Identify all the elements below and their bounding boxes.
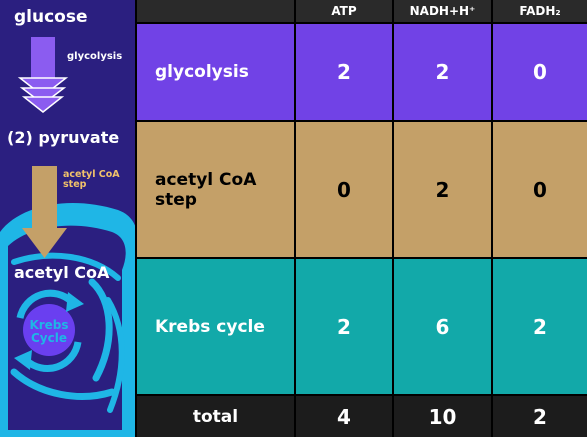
cell-acetyl-fadh2: 0 (493, 122, 587, 257)
table-header-fadh2: FADH₂ (493, 0, 587, 22)
cell-total-atp: 4 (296, 396, 392, 437)
cell-acetyl-atp: 0 (296, 122, 392, 257)
pathway-diagram-panel: glucose glycolysis (2) pyruvate acetyl C… (0, 0, 135, 437)
acetyl-coa-label: acetyl CoA (14, 263, 110, 282)
energy-yield-table: ATP NADH+H⁺ FADH₂ glycolysis 2 2 0 acety… (137, 0, 587, 437)
cell-krebs-atp: 2 (296, 259, 392, 394)
acetyl-coa-step-label: acetyl CoA step (63, 169, 120, 190)
glycolysis-label: glycolysis (67, 51, 123, 62)
table-header-nadh: NADH+H⁺ (394, 0, 491, 22)
krebs-cycle-label: Krebs Cycle (29, 318, 69, 345)
acetyl-coa-step-arrow (22, 166, 67, 258)
cell-krebs-fadh2: 2 (493, 259, 587, 394)
row-label-glycolysis: glycolysis (137, 24, 294, 120)
pathway-diagram-graphic (0, 37, 135, 437)
pyruvate-label: (2) pyruvate (7, 128, 120, 147)
glycolysis-arrow (17, 37, 69, 113)
cell-glycolysis-atp: 2 (296, 24, 392, 120)
cell-glycolysis-fadh2: 0 (493, 24, 587, 120)
row-label-krebs-cycle: Krebs cycle (137, 259, 294, 394)
row-label-acetyl-filler (267, 122, 294, 257)
row-label-total: total (137, 396, 294, 437)
row-label-acetyl-coa-step: acetyl CoA step (137, 122, 267, 257)
krebs-cycle-icon (14, 289, 84, 372)
table-header-atp: ATP (296, 0, 392, 22)
table-header-blank (137, 0, 294, 22)
cell-glycolysis-nadh: 2 (394, 24, 491, 120)
cell-total-nadh: 10 (394, 396, 491, 437)
cell-krebs-nadh: 6 (394, 259, 491, 394)
glucose-label: glucose (14, 7, 88, 27)
cell-acetyl-nadh: 2 (394, 122, 491, 257)
cell-total-fadh2: 2 (493, 396, 587, 437)
